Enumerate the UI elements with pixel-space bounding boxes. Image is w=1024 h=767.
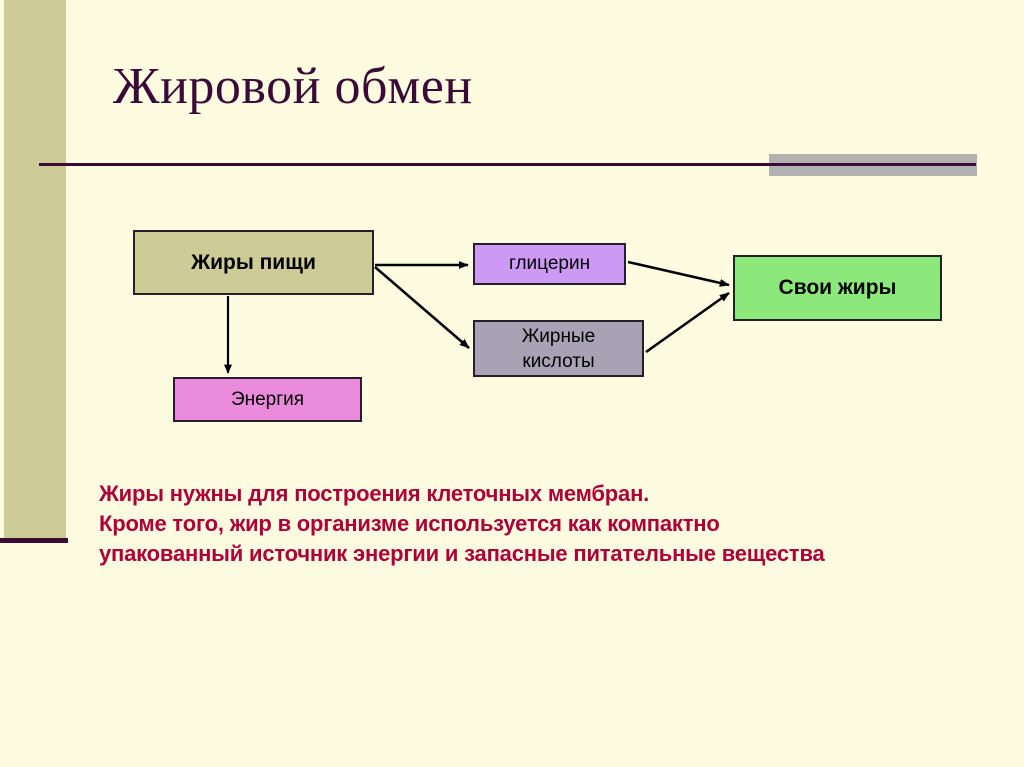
body-paragraph: Жиры нужны для построения клеточных мемб…	[99, 479, 999, 569]
edge-glycerin-to-own-fats	[627, 260, 730, 287]
diagram-node-fatty-acids[interactable]: Жирные кислоты	[473, 320, 644, 377]
diagram-node-own-fats[interactable]: Свои жиры	[733, 255, 942, 321]
edge-fats-to-fatty-acids	[374, 266, 470, 349]
page-title: Жировой обмен	[113, 58, 473, 115]
diagram-node-glycerin-label: глицерин	[508, 253, 591, 274]
diagram-node-fats-food[interactable]: Жиры пищи	[133, 230, 374, 295]
decorative-left-band	[4, 0, 66, 543]
decorative-band-underline	[0, 538, 68, 543]
diagram-node-own-fats-label: Свои жиры	[778, 276, 897, 299]
body-paragraph-line-2: Кроме того, жир в организме используется…	[99, 511, 720, 536]
diagram-node-energy[interactable]: Энергия	[173, 377, 362, 422]
diagram-node-energy-label: Энергия	[230, 388, 305, 410]
body-paragraph-line-3: упакованный источник энергии и запасные …	[99, 541, 825, 566]
edge-fatty-acids-to-own-fats	[645, 291, 730, 354]
diagram-node-fatty-acids-label-line2: кислоты	[522, 350, 595, 372]
diagram-node-fatty-acids-label-line1: Жирные	[521, 325, 596, 347]
diagram-node-glycerin[interactable]: глицерин	[473, 243, 626, 285]
title-divider-rule	[39, 163, 976, 166]
body-paragraph-line-1: Жиры нужны для построения клеточных мемб…	[99, 481, 650, 506]
diagram-node-fats-food-label: Жиры пищи	[191, 250, 316, 274]
